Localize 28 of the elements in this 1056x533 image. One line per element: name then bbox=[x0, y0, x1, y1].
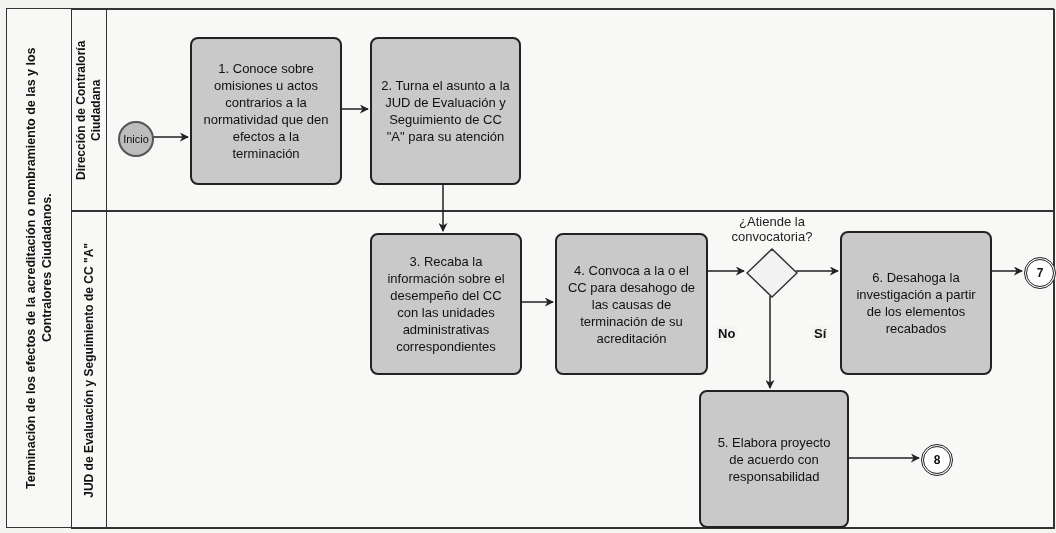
gateway-question: ¿Atiende la convocatoria? bbox=[730, 214, 814, 244]
decision-diamond bbox=[746, 248, 798, 298]
process-box: 5. Elabora proyecto de acuerdo con responsabilidad bbox=[699, 390, 849, 528]
start-event: Inicio bbox=[118, 121, 154, 157]
arrow bbox=[438, 182, 448, 232]
process-box: 6. Desahoga la investigación a partir de los elementos recabados bbox=[840, 231, 992, 375]
lane-label: Dirección de Contraloría Ciudadana bbox=[74, 39, 104, 182]
arrow bbox=[795, 266, 839, 276]
arrow bbox=[339, 104, 369, 114]
swimlane bbox=[71, 211, 1055, 529]
arrow bbox=[519, 297, 554, 307]
process-box: 3. Recaba la información sobre el desempeño del CC con las unidades administrativas correspondientes bbox=[370, 233, 522, 375]
process-box: 1. Conoce sobre omisiones u actos contrarios a la normatividad que den efectos a la terminación bbox=[190, 37, 342, 185]
end-event: 7 bbox=[1024, 257, 1056, 289]
arrow bbox=[846, 453, 920, 463]
arrow bbox=[989, 266, 1023, 276]
edge-label: No bbox=[716, 326, 738, 342]
pool bbox=[6, 8, 1054, 528]
arrow bbox=[151, 132, 189, 142]
lane-label: JUD de Evaluación y Seguimiento de CC "A" bbox=[81, 242, 97, 498]
arrow bbox=[765, 295, 775, 389]
end-event: 8 bbox=[921, 444, 953, 476]
process-box: 4. Convoca a la o el CC para desahogo de las causas de terminación de su acreditación bbox=[555, 233, 708, 375]
pool-title: Terminación de los efectos de la acreditación o nombramiento de las y los Contralores Ciudadanos. bbox=[23, 46, 55, 491]
arrow bbox=[705, 266, 745, 276]
process-box: 2. Turna el asunto a la JUD de Evaluación y Seguimiento de CC "A" para su atención bbox=[370, 37, 521, 185]
swimlane bbox=[71, 9, 1055, 211]
edge-label: Sí bbox=[812, 326, 829, 342]
